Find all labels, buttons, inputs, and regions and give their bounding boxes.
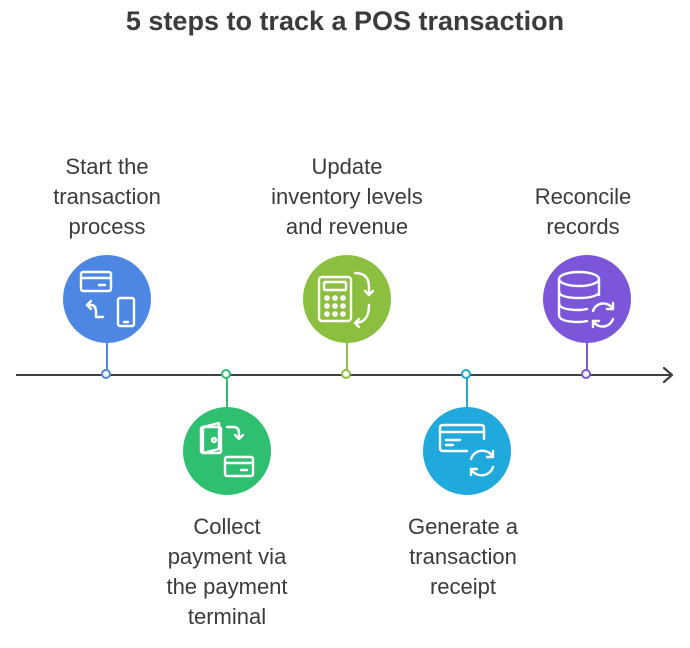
step-5-marker — [581, 369, 591, 379]
step-4-label: Generate a transaction receipt — [407, 514, 519, 599]
step-2-label: Collect payment via the payment terminal — [166, 514, 288, 629]
step-5-stem — [586, 343, 588, 373]
step-5-label: Reconcile records — [534, 184, 632, 239]
card-to-phone-icon — [63, 255, 151, 343]
card-sync-icon — [423, 407, 511, 495]
step-2-stem — [226, 378, 228, 408]
wallet-to-card-icon — [183, 407, 271, 495]
step-1-label: Start the transaction process — [53, 154, 161, 239]
step-4-stem — [466, 378, 468, 408]
step-3-marker — [341, 369, 351, 379]
step-1-marker — [101, 369, 111, 379]
diagram-title: 5 steps to track a POS transaction — [125, 6, 565, 36]
step-1-stem — [106, 343, 108, 373]
database-sync-icon — [543, 255, 631, 343]
step-3-stem — [346, 343, 348, 373]
calculator-refresh-icon — [303, 255, 391, 343]
step-3-label: Update inventory levels and revenue — [271, 154, 423, 239]
timeline-arrow-icon — [662, 366, 674, 384]
